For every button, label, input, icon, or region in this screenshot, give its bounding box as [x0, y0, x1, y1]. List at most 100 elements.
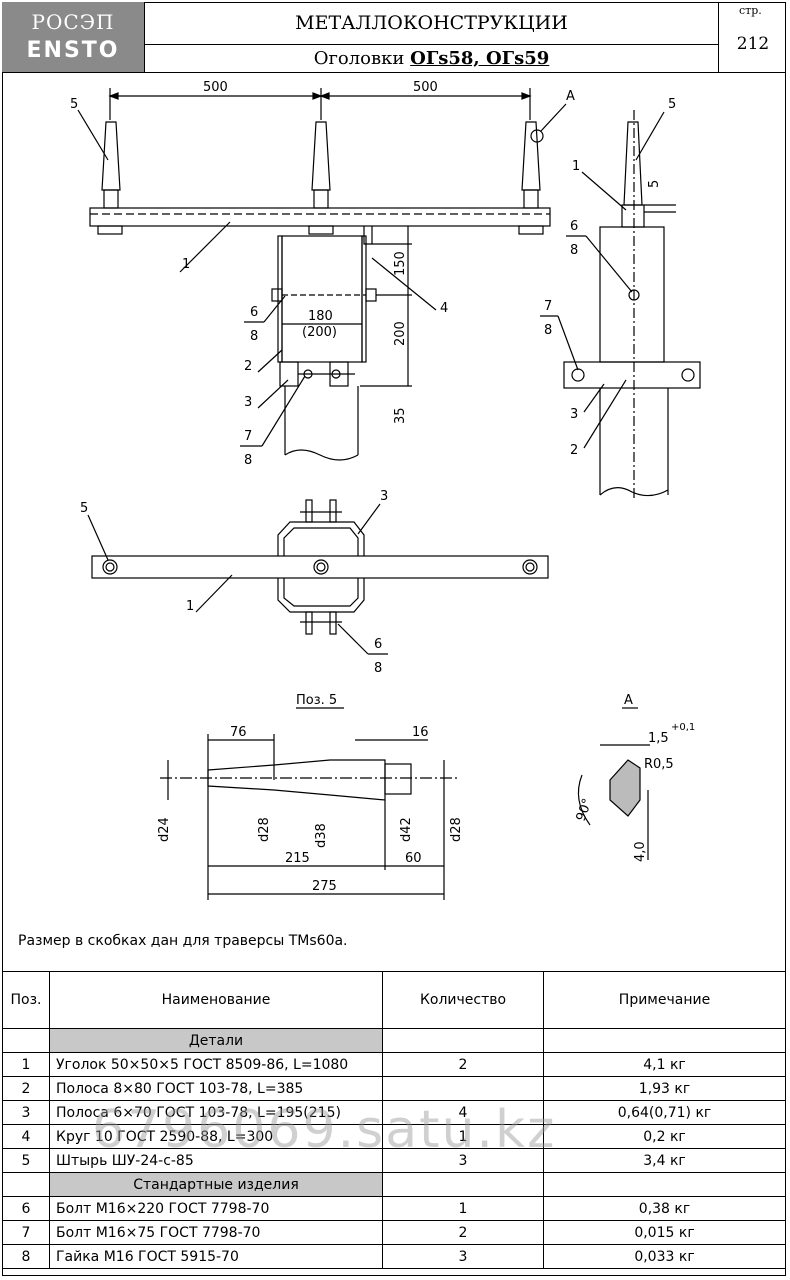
- callout-1-side: 1: [572, 159, 580, 174]
- pos5-title: Поз. 5: [296, 693, 337, 708]
- callout-5-plan: 5: [80, 501, 88, 516]
- cell-pos: 3: [2, 1100, 50, 1125]
- cell-name: Болт М16×220 ГОСТ 7798-70: [49, 1196, 383, 1221]
- pos5-detail: Поз. 5 76 16 215 60 275 d24 d28 d38 d42 …: [157, 693, 464, 900]
- callout-2-front: 2: [244, 359, 252, 374]
- dim-215: 215: [285, 851, 310, 866]
- title-block: РОСЭП ENSTO МЕТАЛЛОКОНСТРУКЦИИ Оголовки …: [2, 2, 786, 73]
- callout-3-plan: 3: [380, 489, 388, 504]
- cell-note: 0,033 кг: [543, 1244, 786, 1269]
- dim-500-right: 500: [413, 80, 438, 95]
- drawing-note: Размер в скобках дан для траверсы TMs60a…: [18, 933, 348, 949]
- cell-qty: 1: [382, 1124, 544, 1149]
- subtitle-codes: ОГs58, ОГs59: [410, 48, 550, 69]
- cell-note: 0,2 кг: [543, 1124, 786, 1149]
- front-view: 500 500 150 200: [70, 80, 575, 468]
- dim-d28-left: d28: [257, 817, 272, 842]
- document-subtitle: Оголовки ОГs58, ОГs59: [145, 45, 718, 72]
- subtitle-prefix: Оголовки: [313, 48, 405, 69]
- cell-note: 3,4 кг: [543, 1148, 786, 1173]
- dim-d24: d24: [157, 817, 172, 842]
- pin-left: [101, 121, 121, 209]
- cell-pos: 4: [2, 1124, 50, 1149]
- dim-1-5: 1,5: [648, 731, 669, 746]
- dim-d28-right: d28: [449, 817, 464, 842]
- callout-6-side: 6: [570, 219, 578, 234]
- callout-3-side: 3: [570, 407, 578, 422]
- pin-center: [311, 121, 331, 209]
- view-a-marker: А: [566, 89, 575, 104]
- cell-name: Уголок 50×50×5 ГОСТ 8509-86, L=1080: [49, 1052, 383, 1077]
- cell-qty: 2: [382, 1052, 544, 1077]
- section-standard: Стандартные изделия: [49, 1172, 383, 1197]
- cell-qty: 1: [382, 1196, 544, 1221]
- cell-pos: 7: [2, 1220, 50, 1245]
- dim-16: 16: [412, 725, 429, 740]
- cell-name: Гайка М16 ГОСТ 5915-70: [49, 1244, 383, 1269]
- dim-150: 150: [393, 251, 408, 276]
- cell-name: Полоса 6×70 ГОСТ 103-78, L=195(215): [49, 1100, 383, 1125]
- cell-name: Штырь ШУ-24-с-85: [49, 1148, 383, 1173]
- col-pos: Поз.: [2, 971, 50, 1029]
- callout-8-front-b: 8: [244, 453, 252, 468]
- technical-drawing: 500 500 150 200: [70, 80, 701, 900]
- callout-6-front: 6: [250, 305, 258, 320]
- callout-6-plan: 6: [374, 637, 382, 652]
- callout-4: 4: [440, 301, 448, 316]
- col-note: Примечание: [543, 971, 786, 1029]
- logo-top-text: РОСЭП: [31, 10, 115, 34]
- cell-name: Полоса 8×80 ГОСТ 103-78, L=385: [49, 1076, 383, 1101]
- dim-5: 5: [647, 180, 662, 188]
- cell-pos: 2: [2, 1076, 50, 1101]
- cell-note: 0,64(0,71) кг: [543, 1100, 786, 1125]
- dim-200: 200: [393, 321, 408, 346]
- dim-60: 60: [405, 851, 422, 866]
- page-box: стр. 212: [718, 2, 787, 72]
- dim-180: 180: [308, 309, 333, 324]
- dim-500-left: 500: [203, 80, 228, 95]
- cell-pos: 6: [2, 1196, 50, 1221]
- dim-35: 35: [393, 407, 408, 424]
- page-label: стр.: [739, 4, 762, 17]
- cell-qty: 2: [382, 1220, 544, 1245]
- cell-pos: 8: [2, 1244, 50, 1269]
- dim-d38: d38: [314, 823, 329, 848]
- cell-note: 4,1 кг: [543, 1052, 786, 1077]
- cell-note: 1,93 кг: [543, 1076, 786, 1101]
- cell-name: Болт М16×75 ГОСТ 7798-70: [49, 1220, 383, 1245]
- section-row: Стандартные изделия: [2, 1172, 786, 1197]
- col-qty: Количество: [382, 971, 544, 1029]
- traverse-angle: [89, 207, 551, 227]
- callout-3-front: 3: [244, 395, 252, 410]
- side-view: 5 1 5 6 8 7 8 3 2: [540, 97, 701, 500]
- detail-a-title: А: [624, 693, 633, 708]
- col-name: Наименование: [49, 971, 383, 1029]
- company-logo: РОСЭП ENSTO: [2, 2, 145, 72]
- cell-qty: 3: [382, 1244, 544, 1269]
- dim-r05: R0,5: [644, 757, 674, 772]
- callout-2-side: 2: [570, 443, 578, 458]
- callout-8-side: 8: [570, 243, 578, 258]
- page-number: 212: [736, 34, 770, 54]
- callout-7-front: 7: [244, 429, 252, 444]
- document-title: МЕТАЛЛОКОНСТРУКЦИИ: [145, 2, 718, 45]
- dim-tolerance: +0,1: [671, 722, 695, 733]
- cell-qty: [382, 1076, 544, 1101]
- specification-table: Поз. Наименование Количество Примечание …: [2, 971, 786, 1269]
- callout-7-side: 7: [544, 299, 552, 314]
- dim-4-0: 4,0: [633, 841, 648, 862]
- cell-name: Круг 10 ГОСТ 2590-88, L=300: [49, 1124, 383, 1149]
- section-row: Детали: [2, 1028, 786, 1053]
- cell-note: 0,38 кг: [543, 1196, 786, 1221]
- callout-5: 5: [70, 97, 78, 112]
- callout-1: 1: [182, 257, 190, 272]
- cell-pos: 5: [2, 1148, 50, 1173]
- dim-200-paren: (200): [302, 325, 337, 340]
- plan-view: 5 3 1 6 8: [80, 489, 549, 676]
- callout-8-front: 8: [250, 329, 258, 344]
